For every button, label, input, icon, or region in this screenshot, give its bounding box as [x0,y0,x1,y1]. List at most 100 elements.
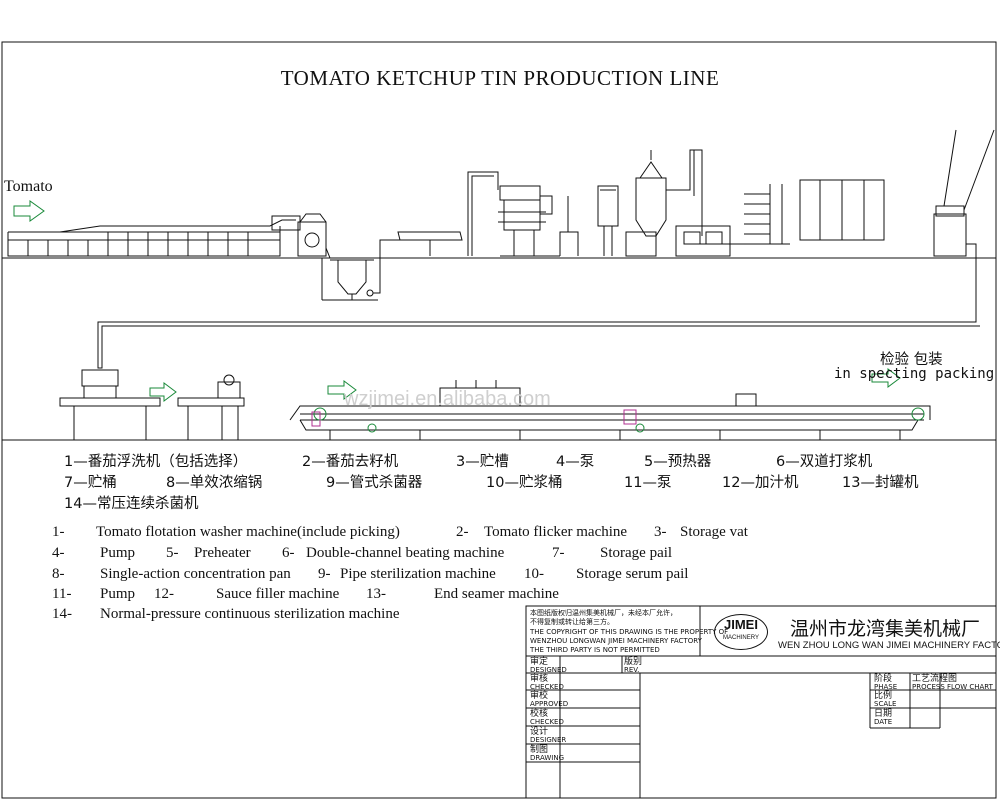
tb-scale-en: SCALE [874,700,897,708]
legend-num-5: 5- [166,545,179,561]
legend-text-8: Single-action concentration pan [100,566,291,582]
legend-num-7: 7- [552,545,565,561]
tb-row-4-en: CHECKED [530,718,564,726]
continuous-sterilizer [289,380,931,440]
tb-phase-en: PHASE [874,683,898,691]
drawing-border [1,41,997,799]
preheater-pipe [467,171,499,256]
legend-text-13: End seamer machine [434,586,559,602]
flotation-washer [7,215,301,257]
cn-item-7: 7—贮桶 [64,475,117,491]
tb-notice-4: WENZHOU LONGWAN JIMEI MACHINERY FACTORY [530,637,702,645]
tb-drawing-name-cn: 工艺流程图 [912,674,958,684]
tb-version-cn: 版别 [624,657,643,667]
cn-item-8: 8—单效浓缩锅 [166,475,263,491]
cn-item-2: 2—番茄去籽机 [302,454,399,470]
sterilizer-tank [799,179,885,241]
tb-notice-2: 不得复制或转让给第三方。 [530,618,614,626]
end-seamer [177,374,245,440]
logo-subtext: MACHINERY [723,635,759,641]
pipe-to-preheater [373,231,463,294]
legend-text-9: Pipe sterilization machine [340,566,496,582]
tb-row-3-cn: 审校 [530,691,549,701]
cn-item-10: 10—贮浆桶 [486,475,563,491]
legend-num-4: 4- [52,545,65,561]
tb-notice-1: 本图纸版权归温州集美机械厂，未经本厂允许， [530,609,677,617]
cn-item-6: 6—双道打浆机 [776,454,873,470]
watermark: wzjimei.en.alibaba.com [344,388,551,410]
cn-item-11: 11—泵 [624,475,672,491]
cn-item-14: 14—常压连续杀菌机 [64,496,199,512]
legend-num-8: 8- [52,566,65,582]
tb-row-3-en: APPROVED [530,700,569,708]
legend-num-10: 10- [524,566,544,582]
legend-text-12: Sauce filler machine [216,586,340,602]
legend-num-13: 13- [366,586,386,602]
tb-version-en: REV. [624,666,640,674]
tb-row-1-cn: 审定 [530,657,549,667]
transfer-pipe [97,258,980,369]
tb-row-1-en: DESIGNED [530,666,567,674]
tb-row-6-cn: 制图 [530,745,549,755]
legend-num-6: 6- [282,545,295,561]
company-logo: JIMEI MACHINERY [714,614,768,650]
concentration-pan [625,149,703,257]
storage-pail [597,185,619,256]
legend-num-11: 11- [52,586,72,602]
legend-text-5: Preheater [194,545,251,561]
input-arrow [13,200,45,222]
legend-num-1: 1- [52,524,65,540]
tb-date-cn: 日期 [874,709,893,719]
arrow-to-packing [871,368,901,388]
cn-item-3: 3—贮槽 [456,454,509,470]
cn-item-9: 9—管式杀菌器 [326,475,423,491]
cn-item-1: 1—番茄浮洗机（包括选择） [64,454,248,470]
tb-row-6-en: DRAWING [530,754,565,762]
tb-date-en: DATE [874,718,893,726]
beating-machine [498,185,579,257]
arrow-to-seamer [149,382,177,402]
cn-item-13: 13—封罐机 [842,475,919,491]
tb-row-5-en: DESIGNER [530,736,567,744]
legend-text-6: Double-channel beating machine [306,545,505,561]
cn-item-4: 4—泵 [556,454,595,470]
logo-text: JIMEI [724,617,758,632]
inspect-packing-cn: 检验 包装 [880,352,943,368]
legend-num-14: 14- [52,606,72,622]
legend-num-2: 2- [456,524,469,540]
cn-item-5: 5—预热器 [644,454,712,470]
tb-row-4-cn: 校核 [530,709,549,719]
sauce-filler [59,369,161,440]
legend-text-4: Pump [100,545,136,561]
arrow-to-sterilizer [327,380,357,400]
title-block [525,605,997,799]
legend-text-1: Tomato flotation washer machine(include … [96,524,400,540]
end-pipes [933,129,995,258]
tb-row-2-cn: 审核 [530,674,549,684]
legend-text-3: Storage vat [680,524,748,540]
legend-text-11: Pump [100,586,136,602]
tb-phase-cn: 阶段 [874,674,893,684]
tb-drawing-name-en: PROCESS FLOW CHART [912,683,993,691]
tomato-label: Tomato [4,178,53,195]
tb-notice-5: THE THIRD PARTY IS NOT PERMITTED [530,646,660,654]
storage-vat [321,247,378,301]
legend-num-3: 3- [654,524,667,540]
tb-notice-3: THE COPYRIGHT OF THIS DRAWING IS THE PRO… [530,628,729,636]
pipe-sterilizer-base [675,225,731,257]
tb-row-5-cn: 设计 [530,727,549,737]
cn-item-12: 12—加汁机 [722,475,799,491]
serum-coil-rack [700,184,790,245]
flicker-machine [297,213,327,257]
tb-row-2-en: CHECKED [530,683,564,691]
company-name-en: WEN ZHOU LONG WAN JIMEI MACHINERY FACTOR… [778,640,1000,651]
legend-num-9: 9- [318,566,331,582]
legend-num-12: 12- [154,586,174,602]
inspect-packing-en: in specting packing [834,366,995,382]
legend-text-14: Normal-pressure continuous sterilization… [100,606,400,622]
legend-text-2: Tomato flicker machine [484,524,628,540]
company-name-cn: 温州市龙湾集美机械厂 [790,618,981,640]
tb-scale-cn: 比例 [874,691,893,701]
drawing-title: TOMATO KETCHUP TIN PRODUCTION LINE [280,66,720,90]
